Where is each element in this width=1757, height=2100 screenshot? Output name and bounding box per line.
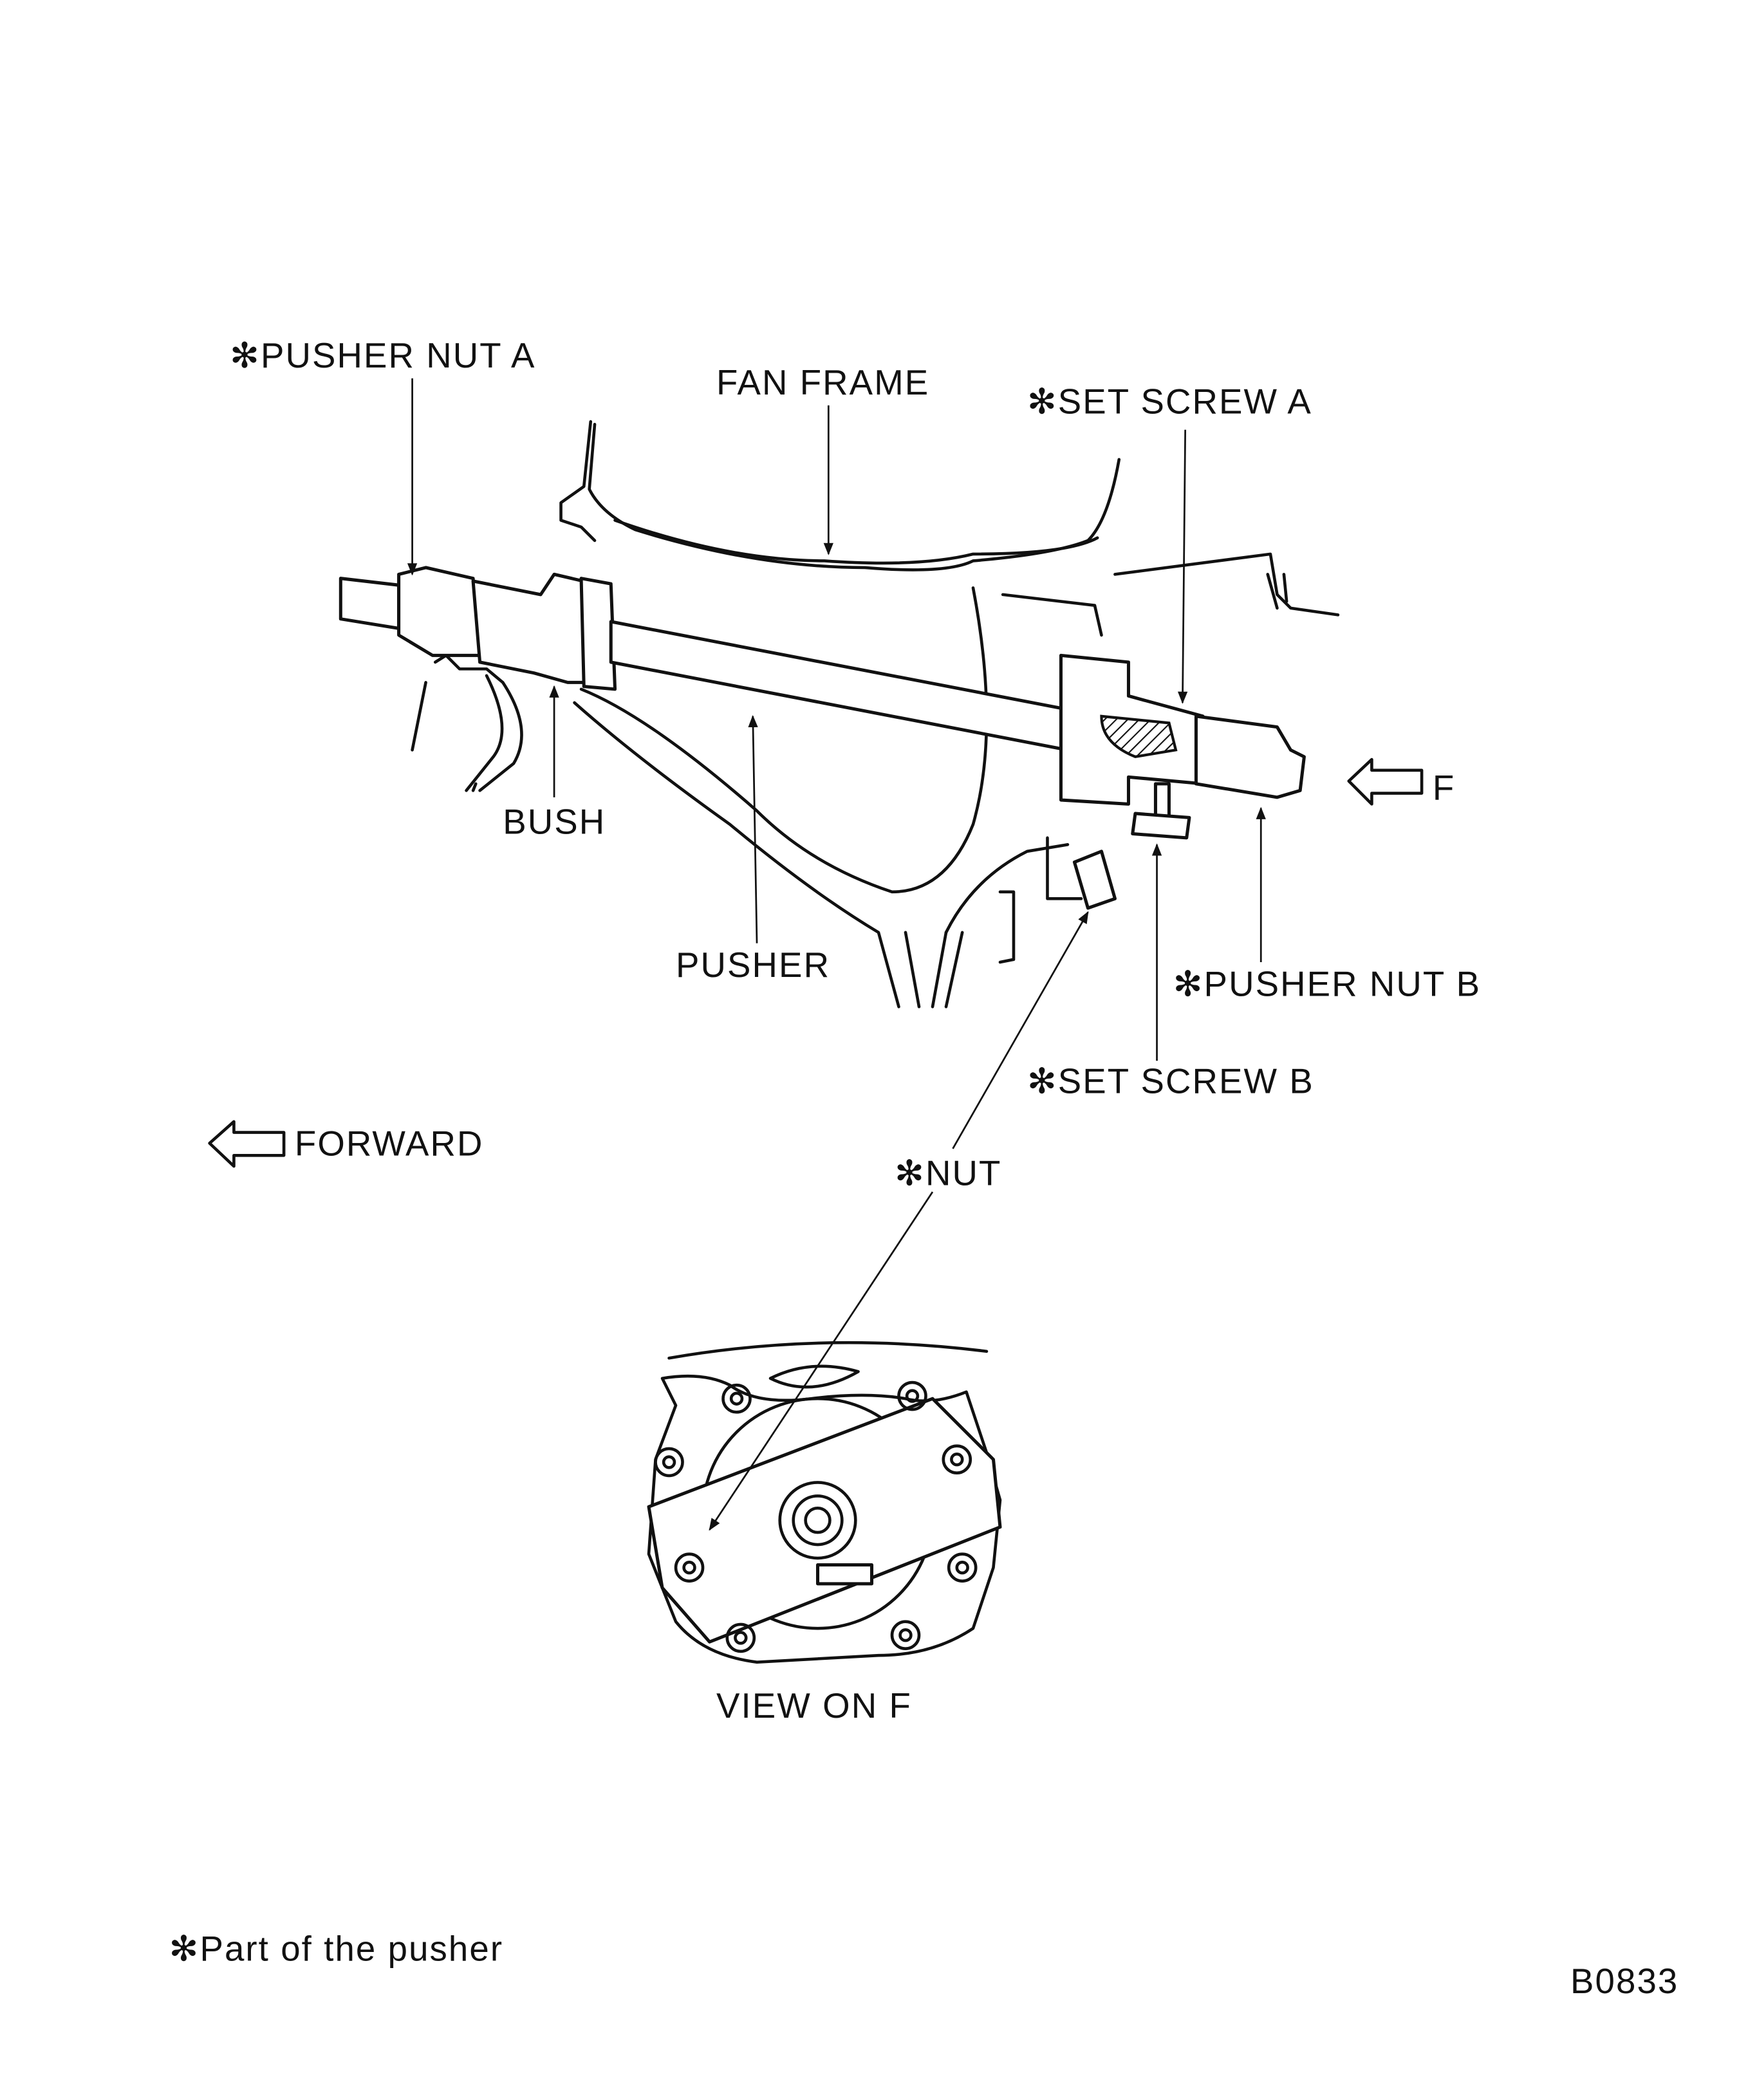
nut xyxy=(1072,850,1117,910)
pusher-nut-a xyxy=(339,577,401,630)
figure-id: B0833 xyxy=(1570,1962,1678,2001)
footnote: ✻Part of the pusher xyxy=(169,1929,503,1969)
set-screw-b xyxy=(1153,782,1171,819)
forward-arrow-icon xyxy=(208,1120,286,1168)
label-f: F xyxy=(1433,768,1455,808)
label-view-on-f: VIEW ON F xyxy=(716,1686,912,1725)
label-nut: ✻NUT xyxy=(895,1153,1001,1193)
label-pusher: PUSHER xyxy=(676,945,830,985)
label-set-screw-a: ✻SET SCREW A xyxy=(1027,382,1312,422)
leader-lines xyxy=(407,378,1266,1531)
view-on-f-diagram xyxy=(647,1341,1002,1664)
label-fan-frame: FAN FRAME xyxy=(716,363,929,402)
label-bush: BUSH xyxy=(503,803,606,842)
label-set-screw-b: ✻SET SCREW B xyxy=(1027,1062,1314,1101)
label-forward: FORWARD xyxy=(295,1124,484,1163)
pusher-nut-b xyxy=(1194,714,1306,799)
pusher-assembly xyxy=(339,566,1306,910)
label-pusher-nut-b: ✻PUSHER NUT B xyxy=(1173,965,1481,1004)
f-direction-arrow-icon xyxy=(1347,757,1424,806)
label-pusher-nut-a: ✻PUSHER NUT A xyxy=(230,336,535,375)
fan-frame xyxy=(411,420,1340,1008)
